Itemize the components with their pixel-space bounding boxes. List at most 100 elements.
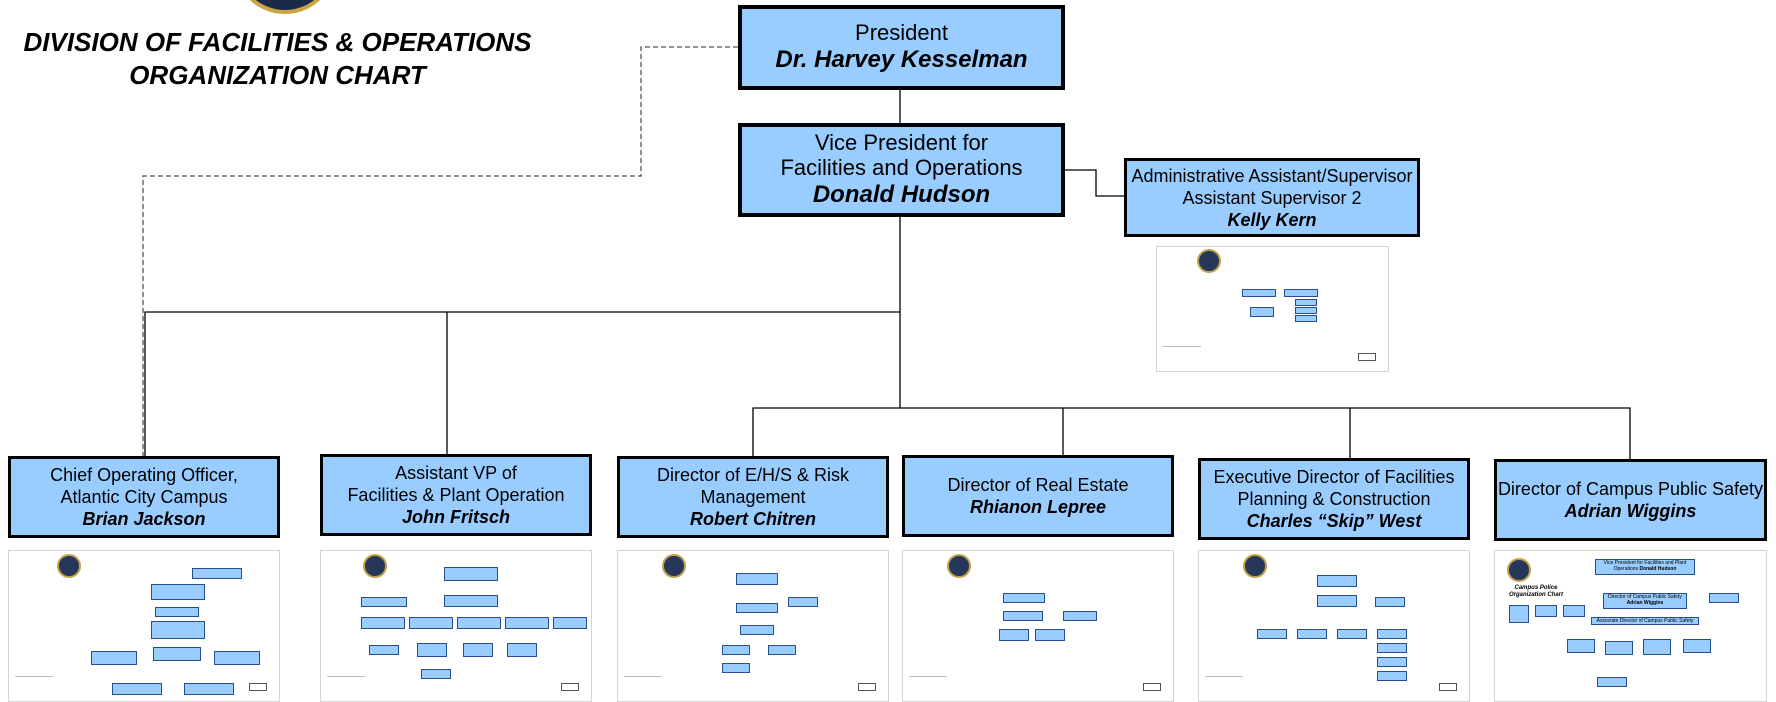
admin-title-line-1: Administrative Assistant/Supervisor (1131, 165, 1413, 186)
dept-name: Charles “Skip” West (1246, 511, 1422, 531)
mini-box (361, 617, 405, 629)
police-director-box: Director of Campus Public Safety Adrian … (1603, 593, 1687, 609)
mini-box (740, 625, 774, 635)
mini-box (1597, 677, 1627, 687)
dept-title-line-1: Executive Director of Facilities (1213, 467, 1455, 487)
mini-box (1683, 639, 1711, 653)
mini-box (736, 573, 778, 585)
dept-title-line-1: Assistant VP of (395, 463, 517, 483)
president-title: President (855, 20, 948, 45)
title-line-2: ORGANIZATION CHART (129, 60, 426, 90)
vp-title-line-2: Facilities and Operations (780, 155, 1023, 180)
dept-name: Robert Chitren (690, 509, 816, 529)
vp-name: Donald Hudson (812, 181, 991, 208)
mini-box (421, 669, 451, 679)
admin-assistant-box[interactable]: Administrative Assistant/Supervisor Assi… (1124, 158, 1420, 237)
mini-box (507, 643, 537, 657)
mini-button-icon (1439, 683, 1457, 691)
dept-box-ehs[interactable]: Director of E/H/S & Risk Management Robe… (617, 456, 889, 538)
connector-branch-left (144, 311, 900, 456)
mini-box (1377, 629, 1407, 639)
mini-box (361, 597, 407, 607)
mini-box (457, 617, 501, 629)
mini-box (1250, 307, 1274, 317)
dept-title-line-1: Director of Real Estate (947, 475, 1129, 495)
dept-name: Rhianon Lepree (969, 497, 1107, 517)
mini-box (1317, 595, 1357, 607)
page-title: DIVISION OF FACILITIES & OPERATIONS ORGA… (0, 26, 555, 92)
mini-button-icon (561, 683, 579, 691)
dept-box-assistant-vp[interactable]: Assistant VP of Facilities & Plant Opera… (320, 454, 592, 536)
mini-box (1003, 611, 1043, 621)
seal-icon (662, 554, 686, 578)
dept-box-real-estate[interactable]: Director of Real Estate Rhianon Lepree (902, 455, 1174, 537)
mini-box (112, 683, 162, 695)
mini-box (1003, 593, 1045, 603)
dept-box-public-safety[interactable]: Director of Campus Public Safety Adrian … (1494, 459, 1767, 541)
vice-president-box[interactable]: Vice President for Facilities and Operat… (738, 123, 1065, 217)
mini-box (369, 645, 399, 655)
president-box[interactable]: President Dr. Harvey Kesselman (738, 5, 1065, 90)
mini-box (1295, 299, 1317, 306)
public-safety-subchart-thumbnail[interactable]: Campus Police Organization Chart Vice Pr… (1494, 550, 1767, 702)
ehs-subchart-thumbnail[interactable] (617, 550, 889, 702)
mini-box (553, 617, 587, 629)
mini-box (1295, 315, 1317, 322)
back-link-icon (15, 676, 53, 695)
mini-box (184, 683, 234, 695)
real-estate-subchart-thumbnail[interactable] (902, 550, 1174, 702)
mini-box (1567, 639, 1595, 653)
president-name: Dr. Harvey Kesselman (775, 46, 1028, 73)
mini-box (1257, 629, 1287, 639)
police-dir-title: Director of Campus Public Safety (1608, 594, 1682, 600)
mini-box (1317, 575, 1357, 587)
connector-branch-right (752, 407, 1631, 459)
admin-title-line-2: Assistant Supervisor 2 (1182, 187, 1362, 208)
dept-box-coo[interactable]: Chief Operating Officer, Atlantic City C… (8, 456, 280, 538)
mini-button-icon (249, 683, 267, 691)
mini-box (768, 645, 796, 655)
mini-box (788, 597, 818, 607)
mini-box (1535, 605, 1557, 617)
admin-subchart-thumbnail[interactable] (1156, 246, 1389, 372)
dept-title-line-2: Facilities & Plant Operation (347, 485, 565, 505)
mini-box (1284, 289, 1318, 297)
dept-title-line-1: Director of Campus Public Safety (1497, 479, 1764, 499)
back-link-icon (327, 676, 365, 695)
mini-box (1605, 641, 1633, 655)
police-dir-name: Adrian Wiggins (1626, 600, 1664, 606)
coo-subchart-thumbnail[interactable] (8, 550, 280, 702)
dept-box-planning[interactable]: Executive Director of Facilities Plannin… (1198, 458, 1470, 540)
planning-subchart-thumbnail[interactable] (1198, 550, 1470, 702)
mini-box (1509, 605, 1529, 623)
police-chart-title: Campus Police Organization Chart (1508, 585, 1563, 598)
dept-name: Brian Jackson (82, 509, 206, 529)
back-link-icon (909, 676, 947, 695)
mini-box (1643, 639, 1671, 655)
mini-box (1563, 605, 1585, 617)
seal-icon (1507, 558, 1531, 582)
mini-button-icon (1358, 353, 1376, 361)
assistant-vp-subchart-thumbnail[interactable] (320, 550, 592, 702)
vp-title-line-1: Vice President for (814, 130, 989, 155)
mini-box (1337, 629, 1367, 639)
dotted-line-president-coo (142, 46, 738, 456)
police-top-name: Donald Hudson (1639, 566, 1677, 572)
back-link-icon (1205, 676, 1243, 695)
police-assoc-box: Associate Director of Campus Public Safe… (1591, 617, 1699, 625)
seal-icon (1243, 554, 1267, 578)
mini-box (722, 645, 750, 655)
mini-box (214, 651, 260, 665)
mini-box (463, 643, 493, 657)
dept-name: Adrian Wiggins (1564, 501, 1697, 521)
connector-vp-admin (1064, 169, 1124, 197)
mini-box (1709, 593, 1739, 603)
mini-box (153, 647, 201, 661)
dept-title-line-1: Chief Operating Officer, (50, 465, 238, 485)
mini-button-icon (858, 683, 876, 691)
dept-name: John Fritsch (401, 507, 510, 527)
dept-title-line-2: Atlantic City Campus (60, 487, 228, 507)
mini-box (417, 643, 447, 657)
dept-title-line-1: Director of E/H/S & Risk (656, 465, 850, 485)
